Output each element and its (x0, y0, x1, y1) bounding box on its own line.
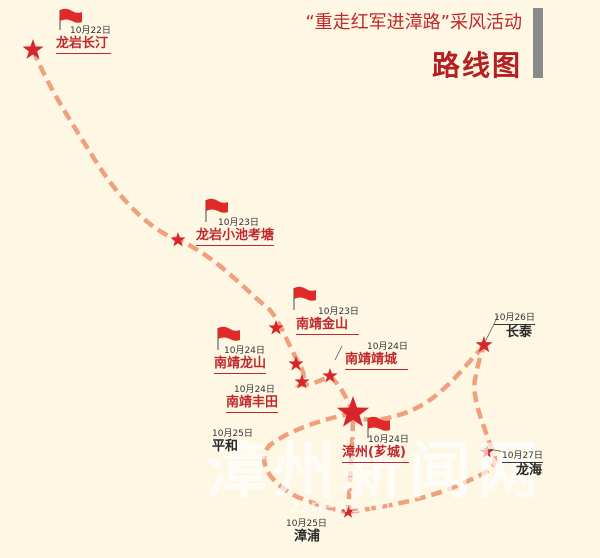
stop-date: 10月24日 (368, 435, 409, 445)
title-accent-bar (533, 8, 543, 78)
stop-name: 南靖龙山 (214, 356, 267, 374)
stop-date: 10月24日 (367, 342, 408, 352)
stop-label-changtai: 10月26日 长泰 (494, 310, 535, 341)
star-marker-fengtian (294, 374, 310, 389)
star-marker-kaotang (170, 232, 186, 247)
stop-name: 长泰 (506, 325, 533, 340)
stop-date: 10月23日 (318, 307, 359, 317)
stop-date: 10月22日 (70, 26, 111, 36)
pinghe-route-line (261, 410, 354, 515)
stop-label-jinshan: 10月23日 南靖金山 (296, 304, 359, 335)
map-subtitle: “重走红军进漳路”采风活动 (305, 12, 522, 33)
stop-label-longhai: 10月27日 龙海 (502, 448, 543, 479)
flag-icon (293, 286, 316, 310)
stop-label-fengtian: 10月24日 南靖丰田 (226, 382, 279, 413)
stop-name: 南靖金山 (296, 317, 359, 335)
stop-date: 10月24日 (234, 385, 275, 395)
star-marker-changting (22, 39, 44, 59)
flag-icon (367, 416, 390, 438)
stop-name: 龙海 (516, 463, 543, 478)
stop-date: 10月26日 (494, 310, 535, 325)
stop-label-jingcheng: 10月24日 南靖靖城 (345, 339, 408, 370)
stop-date: 10月24日 (224, 346, 265, 356)
star-marker-longshan (288, 356, 304, 371)
stop-label-pinghe: 10月25日 平和 (212, 426, 253, 455)
main-route-line (30, 49, 356, 513)
leader-line (482, 447, 506, 453)
stop-name: 南靖丰田 (226, 395, 279, 413)
flag-icon (205, 198, 228, 222)
stop-name: 平和 (212, 439, 239, 454)
star-marker-jinshan (268, 320, 284, 335)
flag-icon (59, 8, 82, 30)
stop-date: 10月27日 (502, 448, 543, 463)
star-marker-changtai (475, 336, 493, 353)
stop-date: 10月25日 (212, 429, 253, 439)
stop-date: 10月25日 (286, 519, 327, 529)
stop-name: 南靖靖城 (345, 352, 408, 370)
watermark-url: zznews.cn (290, 496, 392, 517)
flag-icon (217, 326, 240, 350)
leader-line (334, 345, 343, 361)
stop-label-longshan: 10月24日 南靖龙山 (214, 343, 267, 374)
stop-date: 10月23日 (218, 218, 259, 228)
star-marker-zhangpu (341, 505, 355, 518)
stop-label-changting: 10月22日 龙岩长汀 (56, 23, 111, 54)
stop-label-kaotang: 10月23日 龙岩小池考塘 (196, 215, 275, 246)
watermark-site-name: 漳州新闻网 (205, 434, 546, 507)
stop-name: 漳浦 (294, 529, 321, 544)
star-marker-jingcheng (322, 368, 338, 383)
star-marker-zhangzhou (336, 396, 370, 427)
east-route-line (347, 345, 498, 515)
stop-name: 漳州(芗城) (342, 445, 409, 463)
stop-label-zhangpu: 10月25日 漳浦 (286, 516, 327, 545)
stop-name: 龙岩小池考塘 (196, 228, 275, 246)
leader-line (485, 315, 499, 341)
stop-label-zhangzhou: 10月24日 漳州(芗城) (342, 432, 409, 463)
star-marker-longhai (480, 445, 494, 458)
stop-name: 龙岩长汀 (56, 36, 111, 54)
map-title: 路线图 (431, 49, 522, 82)
